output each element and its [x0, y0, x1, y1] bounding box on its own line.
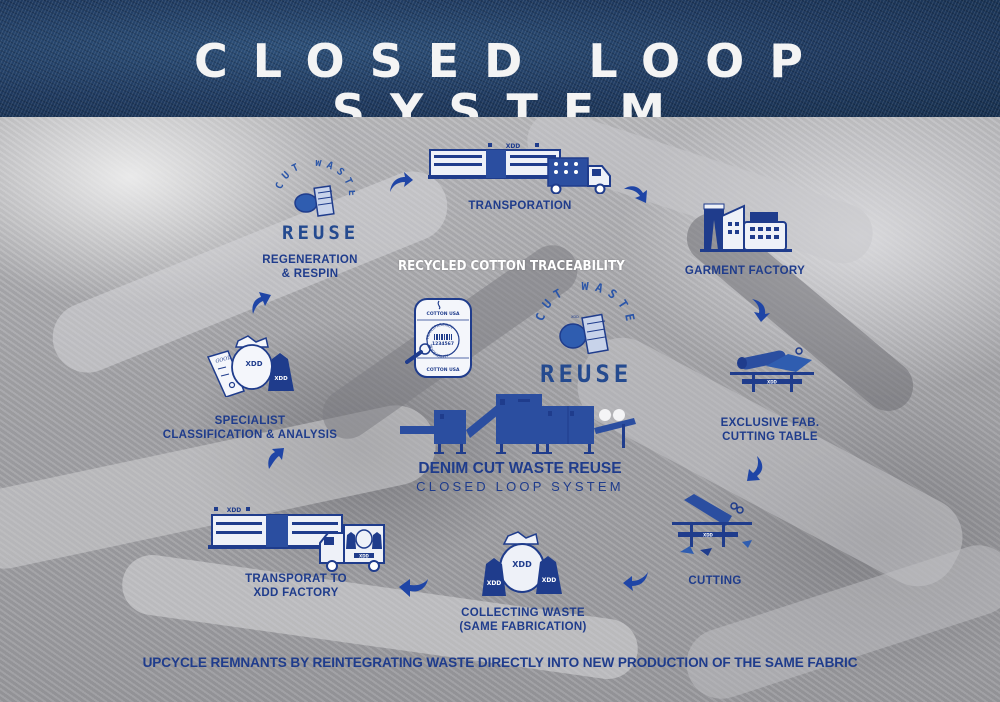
- label-line: (SAME FABRICATION): [459, 621, 587, 633]
- table-brand: XDD: [767, 380, 777, 385]
- curved-arrow-icon: [623, 572, 648, 591]
- document-label: GOOD: [215, 355, 232, 365]
- traceability-title: RECYCLED COTTON TRACEABILITY: [398, 258, 625, 274]
- label-line: COLLECTING WASTE: [461, 607, 585, 619]
- step-label-cutting-table: EXCLUSIVE FAB. CUTTING TABLE: [710, 416, 830, 444]
- curved-arrow-icon: [399, 579, 428, 597]
- label-line: CUTTING TABLE: [722, 431, 818, 443]
- barcode-number: 1234567: [432, 341, 454, 347]
- step-label-collecting-waste: COLLECTING WASTE (SAME FABRICATION): [448, 606, 598, 634]
- factory-brand: XDD: [506, 143, 521, 150]
- bale-top-label: COTTON USA: [427, 311, 460, 317]
- label-line: TRANSPORAT TO: [245, 573, 347, 585]
- curved-arrow-icon: [268, 448, 284, 469]
- label-line: XDD FACTORY: [253, 587, 339, 599]
- label-line: REGENERATION: [262, 254, 358, 266]
- step-label-cutting: CUTTING: [688, 575, 742, 587]
- spool-cone-icon: [294, 185, 335, 217]
- spool-cone-icon: XDD: [559, 313, 609, 354]
- reuse-word: REUSE: [540, 360, 633, 388]
- label-line: EXCLUSIVE FAB.: [720, 417, 820, 429]
- waste-bags-icon: XDD XDD XDD: [482, 531, 562, 596]
- curved-arrow-icon: [752, 299, 770, 322]
- bale-bottom-label: COTTON USA: [427, 367, 460, 373]
- bag-brand: XDD: [245, 360, 262, 368]
- truck-brand: XDD: [359, 553, 369, 558]
- reuse-badge-arc-text: CUT WASTE: [274, 158, 355, 203]
- step-label-garment-factory: GARMENT FACTORY: [684, 265, 806, 277]
- label-line: CLASSIFICATION & ANALYSIS: [162, 429, 338, 441]
- step-label-regeneration: REGENERATION & RESPIN: [250, 253, 370, 281]
- step-label-transportation: TRANSPORATION: [468, 200, 572, 212]
- step-label-transport-to-factory: TRANSPORAT TO XDD FACTORY: [236, 572, 356, 600]
- bag-brand: XDD: [487, 580, 502, 587]
- curved-arrow-icon: [624, 186, 647, 203]
- footer-tagline: UPCYCLE REMNANTS BY REINTEGRATING WASTE …: [142, 655, 858, 670]
- table-brand: XDD: [703, 533, 713, 538]
- header-banner: CLOSED LOOP SYSTEM: [0, 0, 1000, 136]
- cutting-scissors-icon: XDD: [672, 494, 752, 556]
- page-title: CLOSED LOOP SYSTEM: [194, 34, 828, 138]
- curved-arrow-icon: [252, 292, 271, 314]
- factory-brand: XDD: [227, 507, 242, 514]
- machine-subtitle: CLOSED LOOP SYSTEM: [416, 479, 624, 494]
- label-line: & RESPIN: [281, 268, 339, 280]
- label-line: SPECIALIST: [214, 415, 286, 427]
- recycling-machine-icon: [400, 394, 636, 454]
- curved-arrow-icon: [747, 456, 763, 481]
- cotton-bale-traceability-icon: COTTON USA TRANSPARENCY TRACEABILITY 123…: [405, 298, 472, 378]
- bag-brand: XDD: [542, 577, 557, 584]
- badge-brand: XDD: [571, 315, 579, 319]
- bag-brand: XDD: [512, 560, 532, 569]
- fabric-table-icon: XDD: [730, 347, 814, 392]
- factory-truck-icon: XDD: [428, 143, 611, 194]
- factory-truck-icon: XDD XDD: [208, 507, 385, 572]
- machine-title: DENIM CUT WASTE REUSE: [418, 460, 622, 477]
- factory-jeans-icon: [700, 203, 792, 252]
- bags-report-icon: GOOD XDD XDD: [206, 335, 294, 397]
- curved-arrow-icon: [390, 172, 413, 192]
- fabric-strip: [677, 536, 1000, 702]
- reuse-word: REUSE: [282, 222, 360, 244]
- bag-brand: XDD: [274, 376, 288, 382]
- step-label-classification: SPECIALIST CLASSIFICATION & ANALYSIS: [150, 414, 350, 442]
